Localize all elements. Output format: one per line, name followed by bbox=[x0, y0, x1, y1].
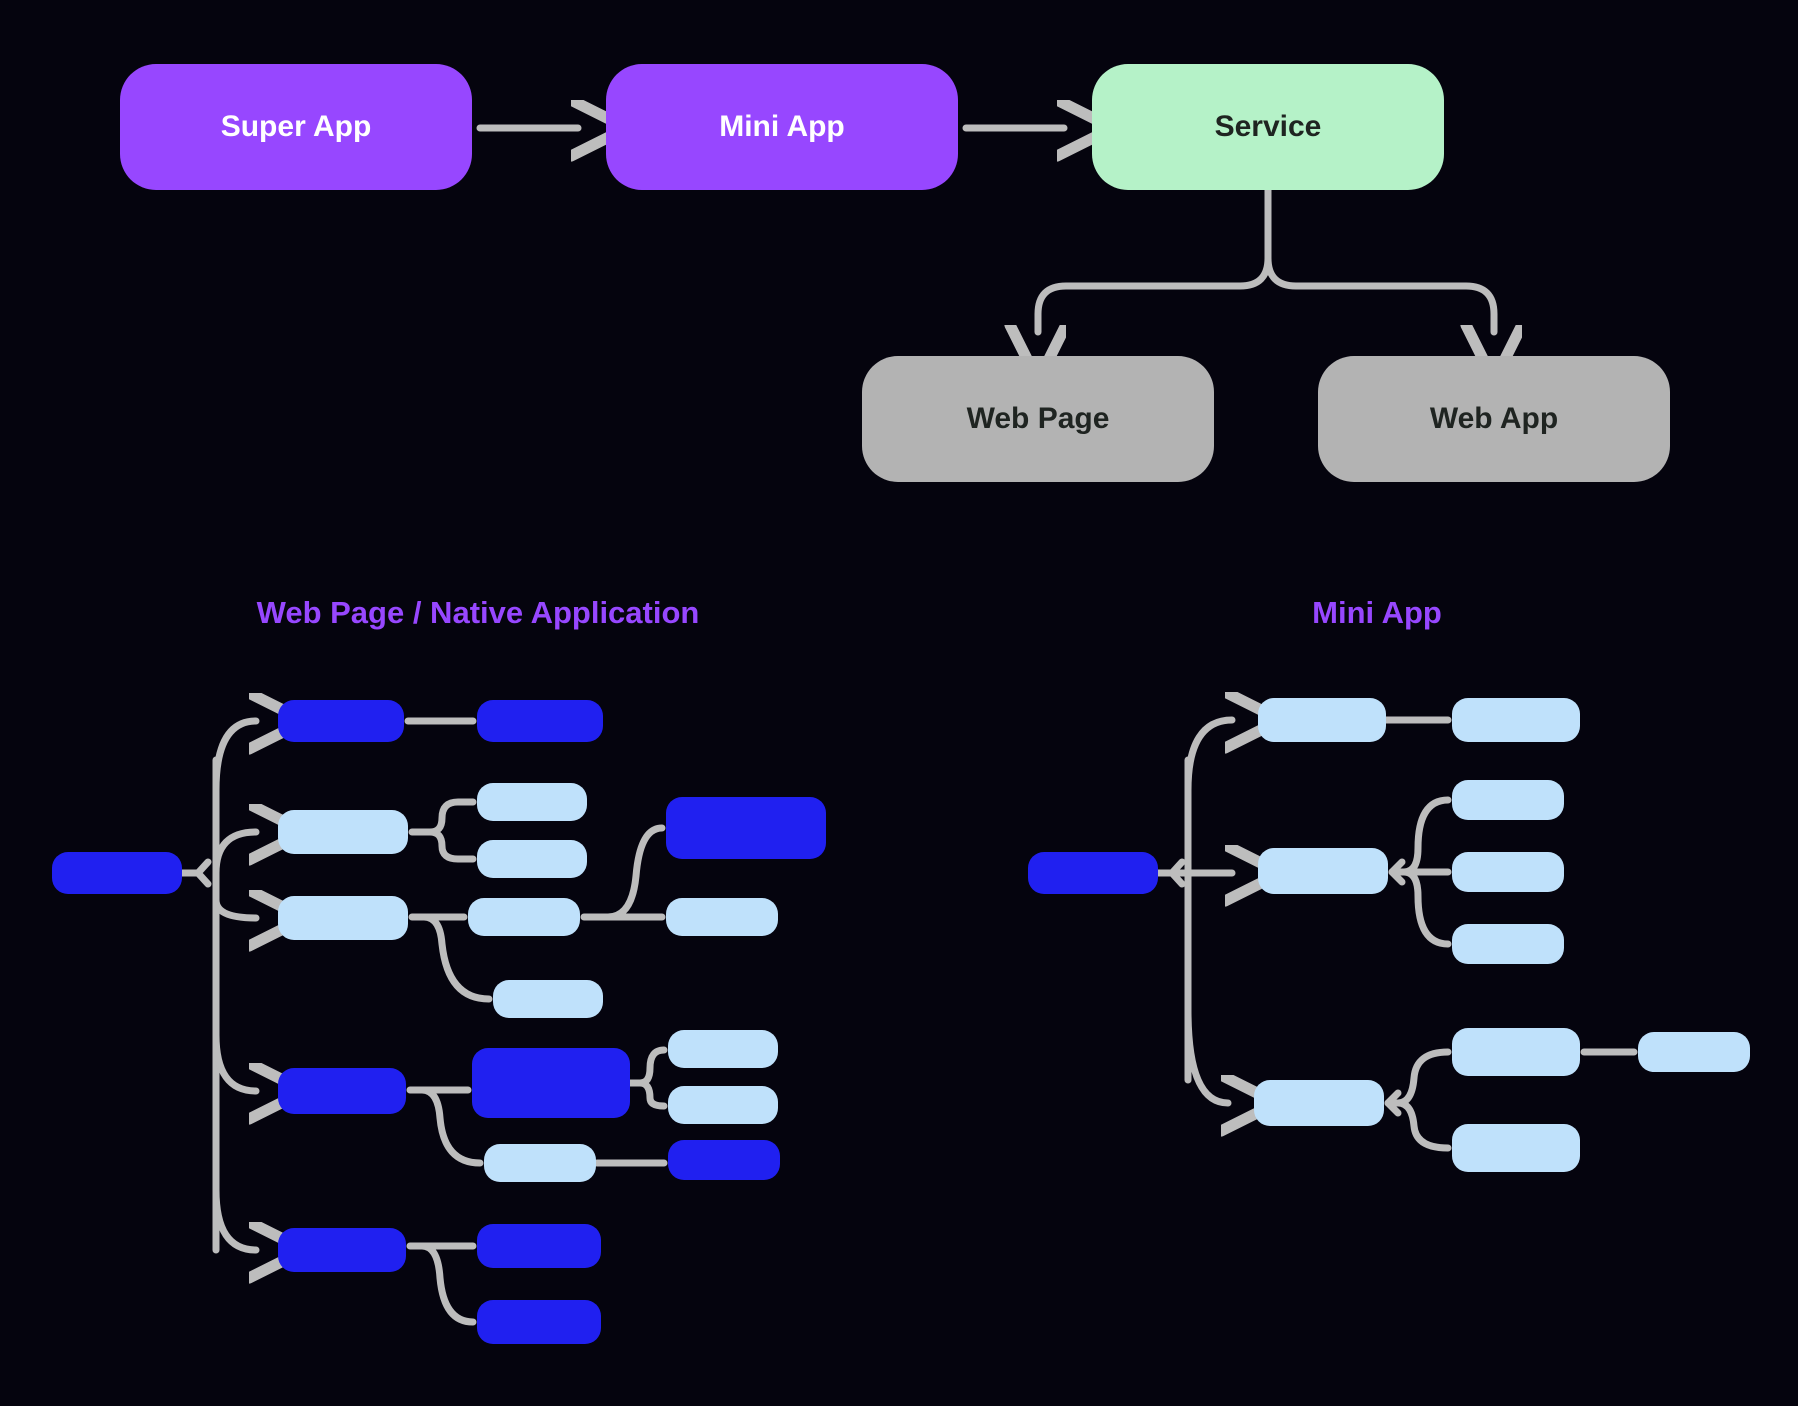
top-node-service-label: Service bbox=[1215, 110, 1322, 143]
right-edge-b3-to-b3c1 bbox=[1394, 1048, 1452, 1107]
left-edge-b4-to-b4c2 bbox=[418, 1086, 484, 1167]
top-node-mini-app-label: Mini App bbox=[719, 110, 845, 143]
section-titles: Web Page / Native Application Mini App bbox=[257, 595, 1442, 630]
tree-node-l-root[interactable] bbox=[52, 852, 182, 894]
right-edge-root-to-b1 bbox=[1184, 720, 1232, 794]
tree-node-l-b4c1b[interactable] bbox=[668, 1086, 778, 1124]
right-edge-b2-fan-marker bbox=[1388, 858, 1406, 886]
top-node-web-app[interactable]: Web App bbox=[1318, 356, 1670, 482]
left-edge-b2-to-b2c2 bbox=[426, 828, 477, 863]
top-node-web-app-shape bbox=[1318, 356, 1670, 482]
right-edge-b3-fan-marker bbox=[1384, 1089, 1402, 1117]
left-edge-root-to-b2 bbox=[212, 832, 256, 877]
top-node-mini-app-shape bbox=[606, 64, 958, 190]
edge-service-to-web-app bbox=[1264, 186, 1494, 332]
tree-node-l-b5[interactable] bbox=[278, 1228, 406, 1272]
top-node-web-page[interactable]: Web Page bbox=[862, 356, 1214, 482]
top-node-web-page-shape bbox=[862, 356, 1214, 482]
tree-node-r-b2c3[interactable] bbox=[1452, 924, 1564, 964]
top-node-mini-app[interactable]: Mini App bbox=[606, 64, 958, 190]
right-edge-b2-to-b2c1 bbox=[1400, 796, 1452, 876]
top-node-service-shape bbox=[1092, 64, 1444, 190]
left-edge-b4c1-to-b4c1b bbox=[636, 1079, 668, 1110]
tree-node-l-b1[interactable] bbox=[278, 700, 404, 742]
tree-node-r-b1c1[interactable] bbox=[1452, 698, 1580, 742]
tree-node-r-b3c1[interactable] bbox=[1452, 1028, 1580, 1076]
tree-node-l-b4c1a[interactable] bbox=[668, 1030, 778, 1068]
left-edge-b4c1-to-b4c1a bbox=[636, 1046, 668, 1087]
top-node-super-app-label: Super App bbox=[221, 110, 372, 143]
left-edge-root-to-b3 bbox=[212, 900, 256, 918]
left-tree-connectors bbox=[178, 721, 668, 1326]
tree-node-r-root[interactable] bbox=[1028, 852, 1158, 894]
right-edge-root-to-b3 bbox=[1184, 1006, 1228, 1103]
edge-service-to-web-page bbox=[1038, 186, 1272, 332]
tree-node-l-b3c1[interactable] bbox=[468, 898, 580, 936]
left-root-fan-marker bbox=[194, 858, 212, 888]
left-tree-boxes bbox=[52, 700, 826, 1344]
top-flow-edges bbox=[476, 128, 1494, 332]
tree-node-l-b2c2[interactable] bbox=[477, 840, 587, 878]
tree-node-l-b4c2[interactable] bbox=[484, 1144, 596, 1182]
tree-node-l-b1c1[interactable] bbox=[477, 700, 603, 742]
tree-node-r-b1[interactable] bbox=[1258, 698, 1386, 742]
top-node-super-app-shape bbox=[120, 64, 472, 190]
right-edge-b3-to-b3c2 bbox=[1394, 1099, 1452, 1152]
tree-node-l-b5c1[interactable] bbox=[477, 1224, 601, 1268]
right-edge-b2-to-b2c3 bbox=[1400, 868, 1452, 948]
tree-node-r-b3c2[interactable] bbox=[1452, 1124, 1580, 1172]
section-title-web-page-native-application: Web Page / Native Application bbox=[257, 595, 700, 630]
tree-node-l-b2c1[interactable] bbox=[477, 783, 587, 821]
tree-node-l-b3c1b[interactable] bbox=[666, 898, 778, 936]
tree-node-r-b2[interactable] bbox=[1258, 848, 1388, 894]
left-edge-root-to-b4 bbox=[212, 1031, 256, 1091]
tree-node-r-b3c1a[interactable] bbox=[1638, 1032, 1750, 1072]
left-edge-b3-to-b3c2 bbox=[420, 913, 493, 1003]
tree-node-l-b3[interactable] bbox=[278, 896, 408, 940]
top-node-super-app[interactable]: Super App bbox=[120, 64, 472, 190]
tree-node-l-b4c1[interactable] bbox=[472, 1048, 630, 1118]
right-tree-boxes bbox=[1028, 698, 1750, 1172]
tree-node-r-b3[interactable] bbox=[1254, 1080, 1384, 1126]
left-edge-b5-to-b5c2 bbox=[418, 1242, 477, 1326]
tree-node-r-b2c1[interactable] bbox=[1452, 780, 1564, 820]
left-edge-b3c1-to-b3c1a bbox=[604, 824, 666, 921]
top-node-web-app-label: Web App bbox=[1430, 402, 1558, 435]
section-title-mini-app: Mini App bbox=[1312, 595, 1442, 630]
top-node-web-page-label: Web Page bbox=[967, 402, 1110, 435]
tree-node-l-b2[interactable] bbox=[278, 810, 408, 854]
left-edge-root-to-b1 bbox=[212, 721, 256, 794]
right-tree-connectors bbox=[1154, 720, 1638, 1152]
tree-node-l-b4[interactable] bbox=[278, 1068, 406, 1114]
tree-node-l-b3c2[interactable] bbox=[493, 980, 603, 1018]
tree-node-l-b4c2a[interactable] bbox=[668, 1140, 780, 1180]
tree-node-r-b2c2[interactable] bbox=[1452, 852, 1564, 892]
tree-node-l-b5c2[interactable] bbox=[477, 1300, 601, 1344]
tree-node-l-b3c1a[interactable] bbox=[666, 797, 826, 859]
left-edge-root-to-b5 bbox=[212, 1186, 256, 1250]
top-node-service[interactable]: Service bbox=[1092, 64, 1444, 190]
left-edge-b2-to-b2c1 bbox=[426, 798, 477, 836]
